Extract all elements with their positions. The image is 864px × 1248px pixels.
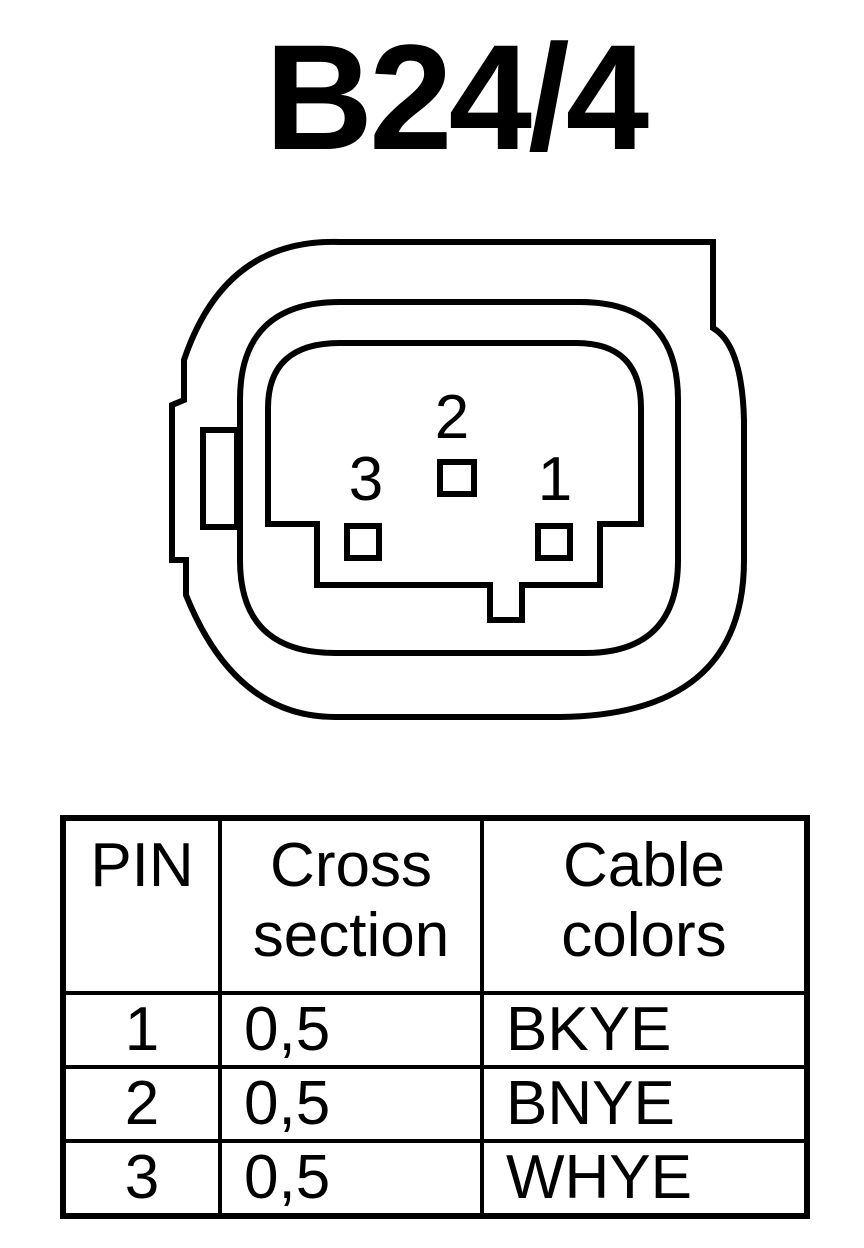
header-pin-label: PIN [90, 831, 194, 900]
header-pin: PIN [61, 816, 222, 995]
header-cross-section: Cross section [218, 816, 484, 995]
header-cable-colors-line2: colors [561, 901, 727, 970]
cell-cross-section: 0,5 [218, 1065, 484, 1143]
cell-cable-color: BKYE [480, 991, 809, 1069]
pin-1-contact [535, 523, 573, 561]
header-cross-section-line2: section [252, 901, 450, 970]
cell-cross-section: 0,5 [218, 1139, 484, 1218]
pin-2-label: 2 [435, 383, 469, 452]
connector-latch-tab [200, 427, 240, 530]
cell-cable-color: WHYE [480, 1139, 809, 1218]
pin-1-label: 1 [538, 445, 572, 514]
pin-3-label: 3 [349, 445, 383, 514]
connector-face-diagram: 2 3 1 [169, 238, 747, 720]
cell-cable-color: BNYE [480, 1065, 809, 1143]
connector-pin-cavity [265, 340, 644, 623]
pin-2-contact [437, 459, 477, 497]
connector-title: B24/4 [264, 13, 649, 181]
connector-seal-ring [237, 299, 681, 656]
cell-pin: 1 [61, 991, 222, 1069]
table-row: 2 0,5 BNYE [61, 1065, 809, 1143]
header-cross-section-line1: Cross [270, 831, 432, 900]
pin-3-contact [344, 523, 382, 561]
header-cable-colors: Cable colors [480, 816, 809, 995]
connector-housing-outline [169, 238, 747, 720]
header-cable-colors-line1: Cable [563, 831, 725, 900]
table-row: 3 0,5 WHYE [61, 1139, 809, 1218]
cell-pin: 2 [61, 1065, 222, 1143]
cell-pin: 3 [61, 1139, 222, 1218]
cell-cross-section: 0,5 [218, 991, 484, 1069]
pin-assignment-table: PIN Cross section Cable colors 1 0,5 BKY… [60, 815, 810, 1219]
table-row: 1 0,5 BKYE [61, 991, 809, 1069]
table-header-row: PIN Cross section Cable colors [61, 816, 809, 995]
